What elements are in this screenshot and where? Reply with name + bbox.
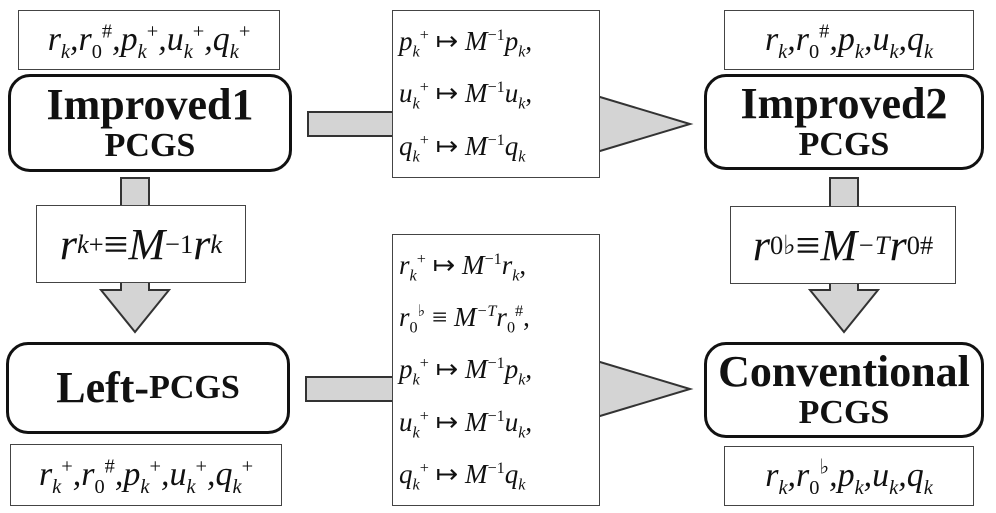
mapping-box-top: pk+ ↦ M−1pk, uk+ ↦ M−1uk, qk+ ↦ M−1qk bbox=[392, 10, 600, 178]
node-improved2: Improved2 PCGS bbox=[704, 74, 984, 170]
mapping-box-bottom: rk+ ↦ M−1rk, r0♭ ≡ M−Tr0#, pk+ ↦ M−1pk, … bbox=[392, 234, 600, 506]
node-improved2-title: Improved2 bbox=[740, 79, 948, 129]
var-u-k-plus: uk+ bbox=[169, 455, 207, 498]
improved1-variables: rk, r0#, pk+, uk+, qk+ bbox=[18, 10, 280, 70]
var-r-k: rk bbox=[765, 457, 788, 499]
var-r-k: rk bbox=[764, 21, 788, 63]
var-p-k: pk bbox=[837, 457, 864, 499]
map-row-u: uk+ ↦ M−1uk, bbox=[399, 406, 533, 442]
map-row-q: qk+ ↦ M−1qk bbox=[399, 131, 526, 166]
node-improved1-title: Improved1 bbox=[46, 80, 254, 130]
node-conventional-title: Conventional bbox=[718, 347, 970, 397]
var-r0-hash: r0# bbox=[78, 20, 113, 63]
var-p-k: pk bbox=[837, 21, 864, 63]
var-q-k: qk bbox=[907, 21, 934, 63]
var-u-k-plus: uk+ bbox=[166, 20, 205, 63]
node-left-title-tail: PCGS bbox=[149, 369, 240, 407]
map-row-p: pk+ ↦ M−1pk, bbox=[399, 354, 533, 389]
conventional-variables: rk, r0♭, pk, uk, qk bbox=[724, 446, 974, 506]
var-p-k-plus: pk+ bbox=[120, 20, 159, 63]
var-r-k-plus: rk+ bbox=[38, 455, 73, 498]
var-q-k-plus: qk+ bbox=[215, 455, 254, 498]
map-row-q: qk+ ↦ M−1qk bbox=[399, 459, 526, 494]
node-improved1-subtitle: PCGS bbox=[104, 127, 196, 165]
var-r0-hash: r0# bbox=[81, 455, 115, 498]
var-r-k: rk bbox=[47, 21, 70, 63]
map-row-p: pk+ ↦ M−1pk, bbox=[399, 25, 533, 61]
var-u-k: uk bbox=[872, 21, 899, 63]
node-improved1: Improved1 PCGS bbox=[8, 74, 292, 172]
node-left-pcgs: Left-PCGS bbox=[6, 342, 290, 434]
improved2-variables: rk, r0#, pk, uk, qk bbox=[724, 10, 974, 70]
var-u-k: uk bbox=[872, 457, 899, 499]
map-row-r: rk+ ↦ M−1rk, bbox=[399, 249, 527, 285]
map-row-u: uk+ ↦ M−1uk, bbox=[399, 78, 533, 113]
node-left-title-main: Left- bbox=[56, 362, 150, 412]
var-r0-hash: r0# bbox=[795, 20, 830, 63]
var-p-k-plus: pk+ bbox=[123, 455, 161, 498]
map-row-r0: r0♭ ≡ M−Tr0#, bbox=[399, 302, 530, 337]
node-conventional-subtitle: PCGS bbox=[798, 394, 890, 432]
var-r0-flat: r0♭ bbox=[796, 456, 830, 499]
node-conventional: Conventional PCGS bbox=[704, 342, 984, 438]
left-pcgs-variables: rk+, r0#, pk+, uk+, qk+ bbox=[10, 444, 282, 506]
var-q-k-plus: qk+ bbox=[212, 20, 251, 63]
node-improved2-subtitle: PCGS bbox=[798, 126, 890, 164]
var-q-k: qk bbox=[906, 457, 933, 499]
